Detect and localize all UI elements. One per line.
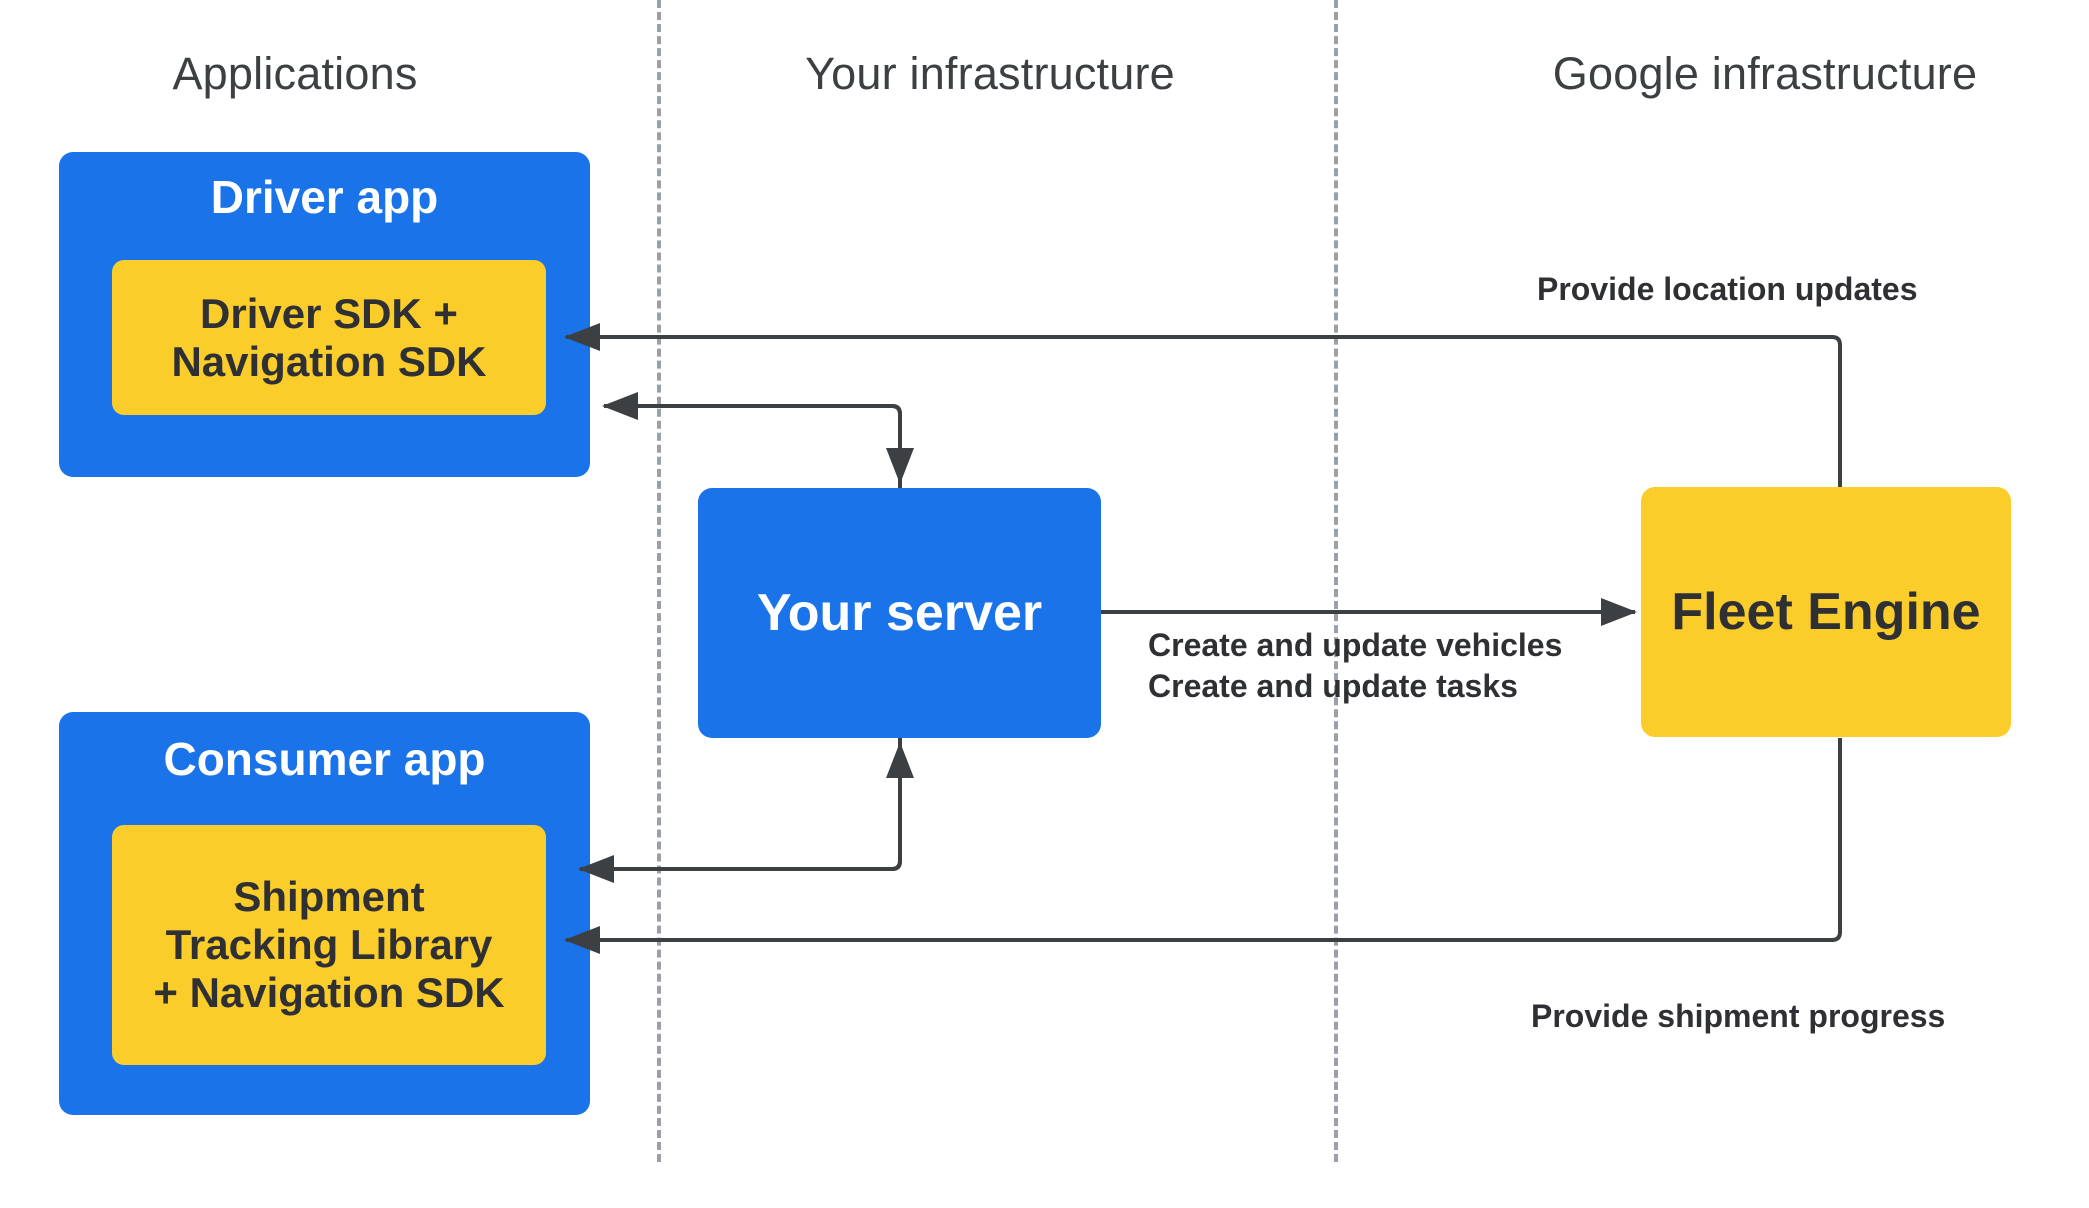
consumer-sdk-line-2: Tracking Library	[165, 921, 493, 969]
node-shipment-tracking-library[interactable]: Shipment Tracking Library + Navigation S…	[112, 825, 546, 1065]
column-header-applications: Applications	[172, 48, 418, 99]
driver-app-title: Driver app	[210, 171, 439, 223]
edge-label-create-vehicles: Create and update vehicles	[1148, 627, 1563, 663]
edge-label-shipment-progress: Provide shipment progress	[1531, 998, 1946, 1034]
driver-sdk-label: Driver SDK + Navigation SDK	[112, 290, 546, 386]
edge-label-location-updates: Provide location updates	[1537, 271, 1918, 307]
fleet-engine-label: Fleet Engine	[1671, 583, 1981, 641]
node-driver-app[interactable]: Driver app Driver SDK + Navigation SDK	[59, 152, 590, 477]
column-header-your-infrastructure: Your infrastructure	[805, 48, 1175, 99]
consumer-sdk-label: Shipment Tracking Library + Navigation S…	[112, 873, 546, 1017]
consumer-sdk-line-1: Shipment	[233, 873, 425, 921]
node-fleet-engine[interactable]: Fleet Engine	[1641, 487, 2011, 737]
edge-label-create-and-update: Create and update vehicles Create and up…	[1148, 625, 1562, 707]
driver-sdk-line-2: Navigation SDK	[171, 337, 487, 385]
node-driver-sdk[interactable]: Driver SDK + Navigation SDK	[112, 260, 546, 415]
consumer-sdk-line-3: + Navigation SDK	[153, 968, 505, 1016]
edge-shipment-progress	[564, 738, 1842, 954]
edge-driver-to-server	[604, 404, 914, 484]
edge-server-to-driver	[602, 392, 902, 488]
driver-sdk-line-1: Driver SDK +	[200, 289, 458, 337]
edge-location-updates	[564, 323, 1842, 487]
column-divider-left	[657, 0, 661, 1162]
edge-server-to-consumer	[578, 738, 902, 883]
edge-label-create-tasks: Create and update tasks	[1148, 667, 1518, 704]
node-consumer-app[interactable]: Consumer app Shipment Tracking Library +…	[59, 712, 590, 1115]
edge-consumer-to-server	[580, 742, 914, 871]
node-your-server[interactable]: Your server	[698, 488, 1101, 738]
consumer-app-title: Consumer app	[163, 733, 486, 785]
column-header-google-infrastructure: Google infrastructure	[1552, 48, 1978, 99]
your-server-label: Your server	[756, 584, 1043, 642]
column-divider-right	[1334, 0, 1338, 1162]
